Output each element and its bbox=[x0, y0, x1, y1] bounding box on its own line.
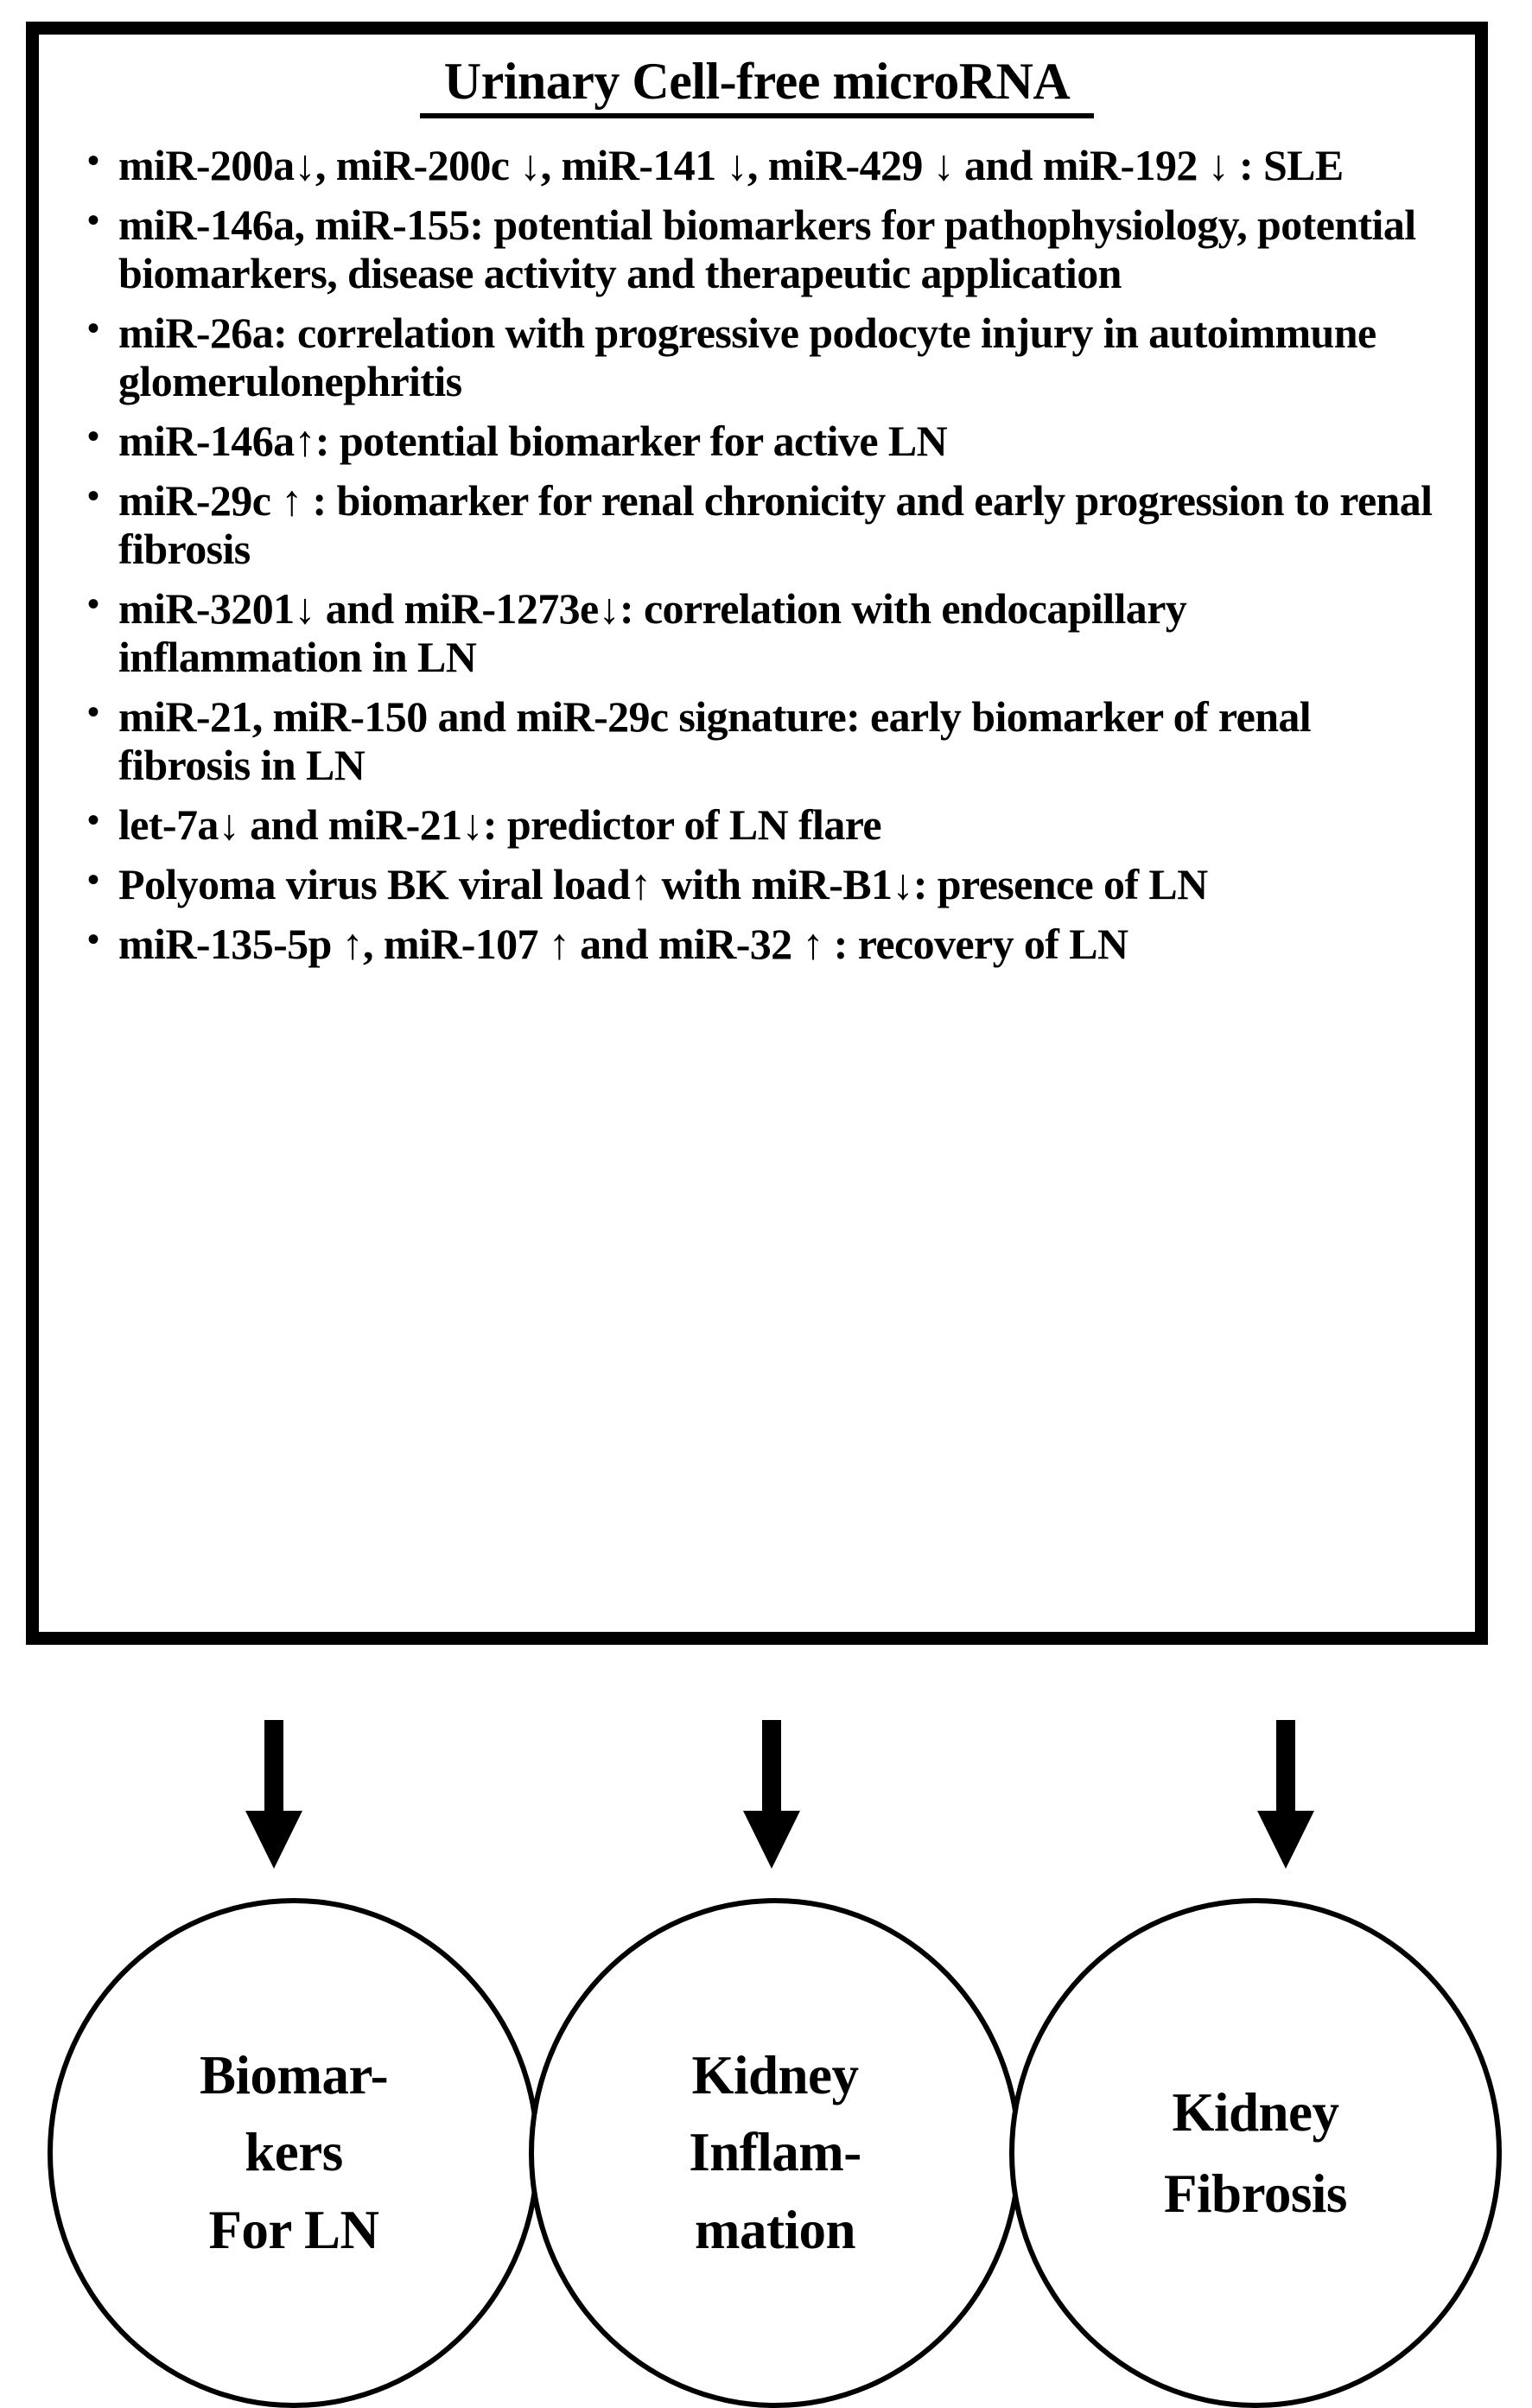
page-title: Urinary Cell-free microRNA bbox=[420, 54, 1094, 118]
arrow-row bbox=[0, 1720, 1532, 1884]
outcome-circle-biomarkers: Biomar- kers For LN bbox=[48, 1898, 540, 2408]
outcome-label: Kidney Fibrosis bbox=[1164, 2081, 1347, 2225]
microrna-panel: Urinary Cell-free microRNA miR-200a↓, mi… bbox=[26, 22, 1488, 1645]
outcome-row: Biomar- kers For LN Kidney Inflam- matio… bbox=[0, 1889, 1532, 2408]
down-arrow-icon bbox=[1247, 1720, 1325, 1876]
list-item: miR-146a↑: potential biomarker for activ… bbox=[84, 415, 1437, 465]
list-item: miR-3201↓ and miR-1273e↓: correlation wi… bbox=[84, 583, 1437, 681]
list-item: miR-146a, miR-155: potential biomarkers … bbox=[84, 199, 1437, 297]
list-item-label: miR-21, miR-150 and miR-29c signature: e… bbox=[118, 691, 1312, 789]
outcome-label: Kidney Inflam- mation bbox=[689, 2044, 861, 2260]
list-item-label: let-7a↓ and miR-21↓: predictor of LN fla… bbox=[118, 799, 882, 849]
outcome-label: Biomar- kers For LN bbox=[199, 2044, 389, 2260]
outcome-circle-kidney-fibrosis: Kidney Fibrosis bbox=[1009, 1898, 1502, 2408]
microrna-findings-list: miR-200a↓, miR-200c ↓, miR-141 ↓, miR-42… bbox=[61, 139, 1453, 968]
list-item: miR-29c ↑ : biomarker for renal chronici… bbox=[84, 475, 1437, 573]
list-item-label: miR-135-5p ↑, miR-107 ↑ and miR-32 ↑ : r… bbox=[118, 919, 1128, 968]
list-item-label: miR-200a↓, miR-200c ↓, miR-141 ↓, miR-42… bbox=[118, 140, 1344, 189]
outcome-circle-kidney-inflammation: Kidney Inflam- mation bbox=[529, 1898, 1021, 2408]
list-item: miR-135-5p ↑, miR-107 ↑ and miR-32 ↑ : r… bbox=[84, 918, 1437, 968]
list-item: Polyoma virus BK viral load↑ with miR-B1… bbox=[84, 858, 1437, 908]
list-item-label: Polyoma virus BK viral load↑ with miR-B1… bbox=[118, 859, 1208, 908]
list-item-label: miR-26a: correlation with progressive po… bbox=[118, 308, 1376, 405]
panel-content: Urinary Cell-free microRNA miR-200a↓, mi… bbox=[39, 35, 1475, 1632]
list-item-label: miR-146a, miR-155: potential biomarkers … bbox=[118, 200, 1416, 297]
list-item: miR-200a↓, miR-200c ↓, miR-141 ↓, miR-42… bbox=[84, 139, 1437, 189]
list-item: miR-21, miR-150 and miR-29c signature: e… bbox=[84, 691, 1437, 789]
list-item-label: miR-146a↑: potential biomarker for activ… bbox=[118, 416, 948, 465]
list-item-label: miR-29c ↑ : biomarker for renal chronici… bbox=[118, 475, 1433, 573]
list-item: let-7a↓ and miR-21↓: predictor of LN fla… bbox=[84, 799, 1437, 849]
down-arrow-icon bbox=[235, 1720, 313, 1876]
list-item: miR-26a: correlation with progressive po… bbox=[84, 307, 1437, 405]
down-arrow-icon bbox=[733, 1720, 810, 1876]
list-item-label: miR-3201↓ and miR-1273e↓: correlation wi… bbox=[118, 583, 1187, 681]
